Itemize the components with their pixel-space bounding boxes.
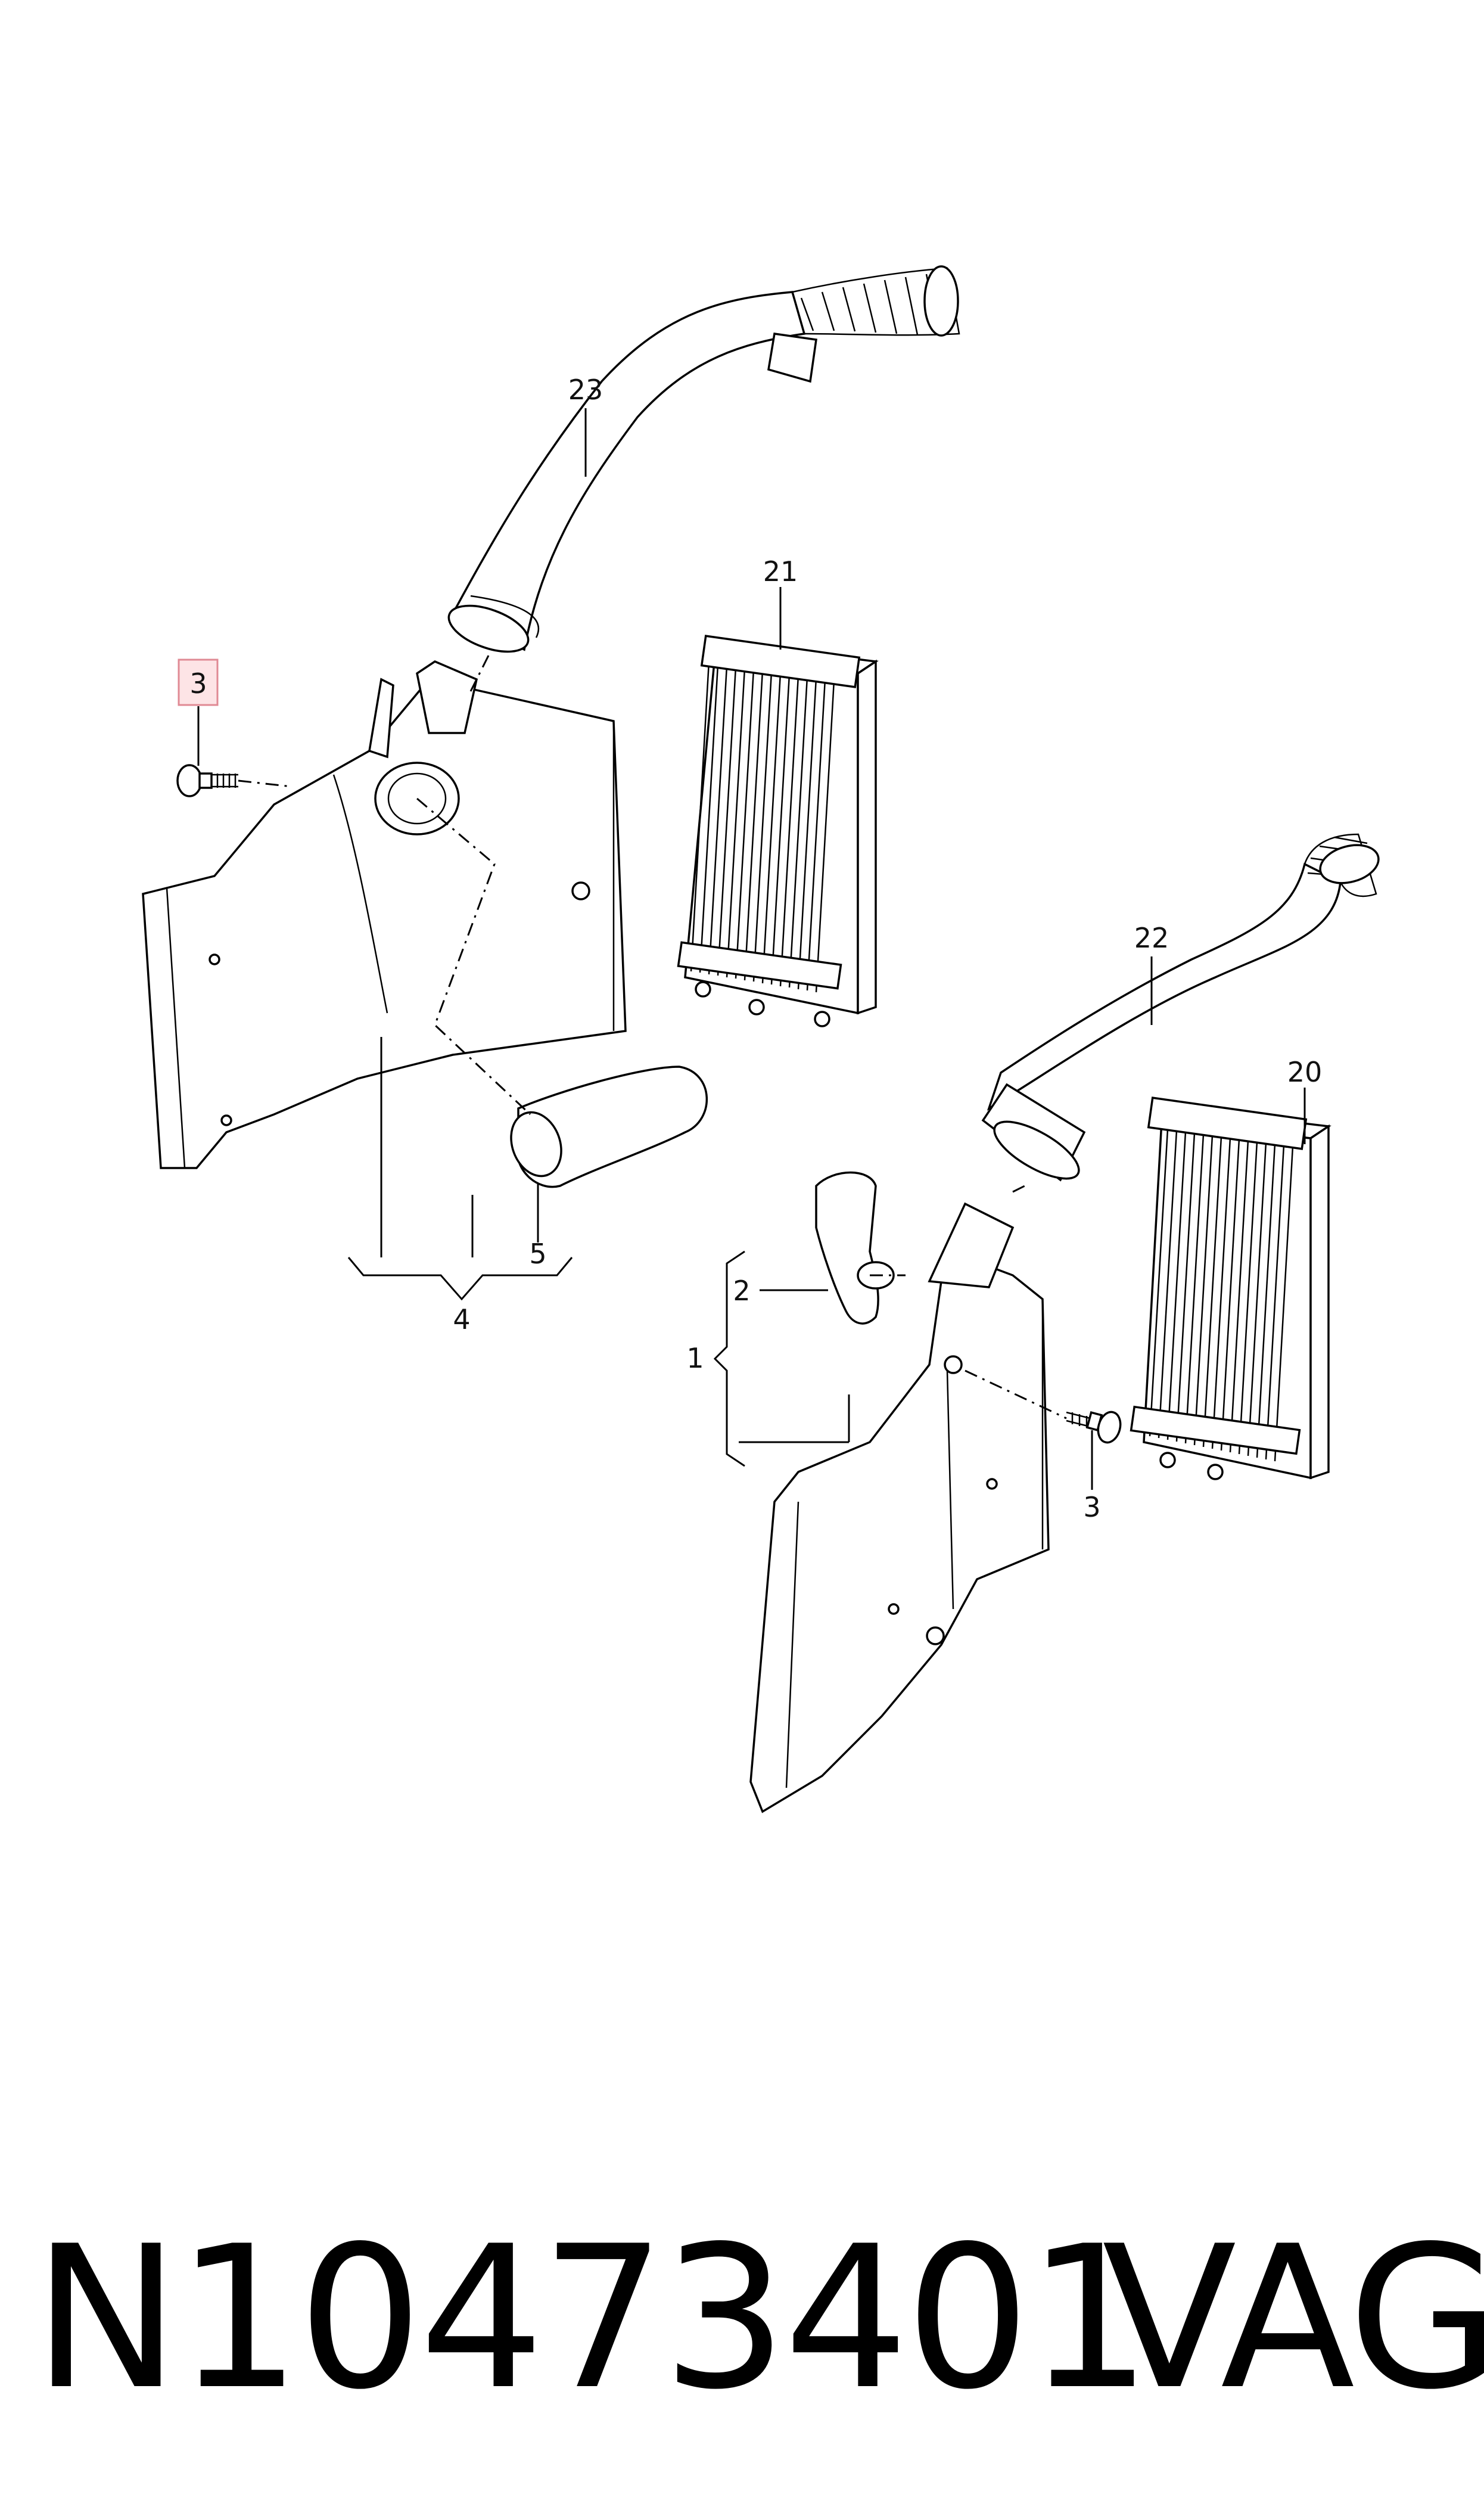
callout-5[interactable]: 5 (529, 1238, 546, 1270)
callout-4[interactable]: 4 (453, 1303, 470, 1335)
part-22-lower-charge-air-hose[interactable] (981, 833, 1383, 1189)
leader-lines (197, 408, 1306, 1490)
part-21-upper-intercooler[interactable] (677, 635, 879, 1027)
footer-label: N10473401 VAG (0, 2199, 1484, 2437)
part-3-bolt-left[interactable] (176, 764, 238, 797)
dashed-assembly-lines (238, 655, 1067, 1420)
callout-22[interactable]: 22 (1134, 922, 1169, 954)
brand-name: VAG (1102, 2204, 1484, 2433)
exploded-parts-diagram: 23 21 3 22 20 5 4 2 1 3 (142, 265, 1383, 1813)
part-5-elbow-hose[interactable] (503, 1066, 708, 1188)
callout-20[interactable]: 20 (1287, 1056, 1323, 1088)
callout-23[interactable]: 23 (568, 374, 603, 406)
part-2-duct-connector[interactable] (815, 1171, 895, 1325)
highlight-box (178, 659, 219, 706)
callout-1[interactable]: 1 (686, 1342, 704, 1374)
callout-21[interactable]: 21 (763, 555, 798, 588)
part-20-lower-intercooler[interactable] (1130, 1097, 1331, 1480)
part-3-bolt-right[interactable] (1066, 1409, 1124, 1445)
callout-3[interactable]: 3 (1083, 1491, 1100, 1523)
part-1-right-air-duct[interactable] (749, 1202, 1050, 1813)
part-4-left-air-duct[interactable] (142, 660, 627, 1169)
callout-3-highlighted[interactable]: 3 (189, 667, 207, 700)
part-number: N10473401 (33, 2204, 1152, 2433)
callout-2[interactable]: 2 (733, 1275, 750, 1307)
part-23-upper-charge-air-hose[interactable] (443, 265, 960, 661)
